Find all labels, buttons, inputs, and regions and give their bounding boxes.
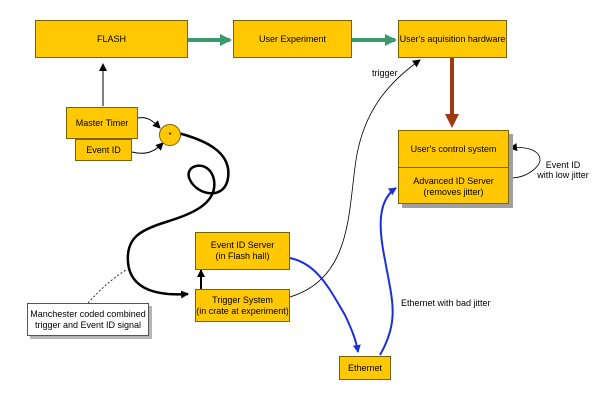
low-jitter-line2: with low jitter (537, 170, 589, 180)
event-id-server-label: Event ID Server (210, 240, 275, 250)
trigger-system-box: Trigger System (in crate at experiment) (195, 289, 290, 322)
flash-box: FLASH (35, 20, 188, 58)
ethernet-link-eventserver (289, 257, 361, 353)
control-system-box: User's control system Advanced ID Server… (398, 130, 509, 204)
control-system-label: User's control system (410, 144, 497, 154)
low-jitter-loop (509, 143, 541, 179)
link-timer-to-mixer (137, 117, 161, 129)
user-experiment-label: User Experiment (258, 33, 327, 44)
mixer-node: * (159, 124, 181, 146)
event-id-box: Event ID (75, 139, 132, 161)
low-jitter-line1: Event ID (545, 160, 581, 170)
ethernet-link-advanced-server (379, 187, 397, 356)
trigger-system-label: Trigger System (212, 294, 273, 305)
user-experiment-box: User Experiment (233, 20, 352, 58)
trigger-text: trigger (372, 68, 398, 78)
trigger-line (289, 59, 421, 298)
ethernet-bad-jitter-text: Ethernet with bad jitter (401, 298, 491, 308)
event-id-label: Event ID (86, 144, 121, 155)
advanced-id-server-sublabel: (removes jitter) (423, 186, 484, 197)
control-system-divider (399, 167, 508, 168)
event-id-server-box: Event ID Server (in Flash hall) (195, 232, 290, 270)
ethernet-label: Ethernet (347, 362, 383, 373)
master-timer-label: Master Timer (75, 117, 129, 128)
master-timer-box: Master Timer (66, 107, 138, 139)
trigger-system-sublabel: (in crate at experiment) (196, 305, 289, 316)
low-jitter-text: Event ID with low jitter (528, 160, 598, 180)
flash-label: FLASH (96, 33, 126, 44)
acquisition-hardware-label: User's aquisition hardware (399, 33, 506, 44)
advanced-id-server-label: Advanced ID Server (413, 175, 494, 186)
note-connector (87, 269, 127, 304)
link-eventid-to-mixer (131, 142, 164, 154)
manchester-line2: trigger and Event ID signal (34, 319, 142, 330)
ethernet-box: Ethernet (339, 356, 391, 380)
event-id-server-sublabel: (in Flash hall) (215, 251, 270, 261)
acquisition-hardware-box: User's aquisition hardware (398, 20, 507, 58)
manchester-cable (126, 131, 230, 299)
manchester-line1: Manchester coded combined (30, 308, 146, 319)
manchester-note: Manchester coded combined trigger and Ev… (27, 303, 149, 336)
mixer-symbol: * (168, 130, 172, 140)
